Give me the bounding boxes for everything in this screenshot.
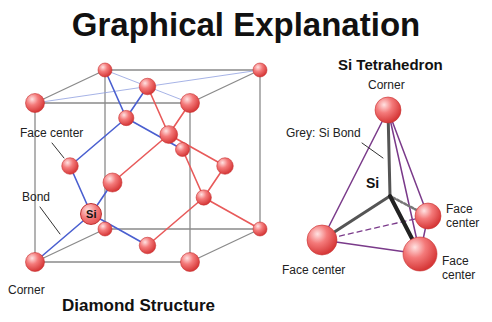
bond-line xyxy=(169,135,225,167)
atom xyxy=(415,203,441,229)
si-atom: Si xyxy=(80,203,102,225)
atom-label: Si xyxy=(86,208,96,220)
cube-edge xyxy=(35,261,190,262)
atom xyxy=(253,63,267,77)
cube-edge xyxy=(104,70,105,229)
cube-edge xyxy=(35,229,105,262)
atom xyxy=(307,225,337,255)
atom-label: Si xyxy=(365,175,380,191)
atom xyxy=(196,190,211,205)
corner-label: Corner xyxy=(8,284,45,298)
atom xyxy=(375,97,401,123)
bond-line xyxy=(113,135,169,183)
title: Graphical Explanation xyxy=(0,6,492,44)
bond-label: Bond xyxy=(22,191,50,205)
bond-line xyxy=(204,198,260,230)
atom xyxy=(26,253,45,272)
figure-heading: Si Tetrahedron xyxy=(338,56,443,73)
atom xyxy=(62,158,79,175)
atom xyxy=(217,158,234,175)
corner-label: Corner xyxy=(368,79,405,93)
leader-line xyxy=(52,143,64,158)
atom xyxy=(119,110,134,125)
bond-line xyxy=(70,118,126,166)
tetra-edge xyxy=(388,110,420,254)
cube-edge xyxy=(105,69,260,70)
figure-caption: Diamond Structure xyxy=(62,296,215,316)
leader-line xyxy=(362,143,383,158)
bond-line xyxy=(148,198,204,246)
cube-edge xyxy=(189,103,190,262)
atom xyxy=(403,237,437,271)
bond-line xyxy=(126,118,182,150)
face-diagonal xyxy=(35,70,260,103)
atom xyxy=(26,94,45,113)
face-center-label: Face center xyxy=(446,203,488,231)
face-center-label: Face center xyxy=(282,264,345,278)
cube-edge xyxy=(35,102,190,103)
leader-line xyxy=(40,207,60,234)
bond-note: Grey: Si Bond xyxy=(286,127,361,141)
atom xyxy=(160,126,178,144)
atom xyxy=(103,173,122,192)
face-center-label: Face center xyxy=(442,255,484,283)
cube-edge xyxy=(259,70,260,229)
atom xyxy=(253,222,267,236)
atom xyxy=(98,222,112,236)
atom xyxy=(176,143,190,157)
face-center-label: Face center xyxy=(20,127,83,141)
cube-edge xyxy=(190,229,260,262)
cube-edge xyxy=(105,228,260,229)
atom xyxy=(98,63,112,77)
atom xyxy=(181,94,200,113)
atom xyxy=(181,253,200,272)
atom xyxy=(139,78,156,95)
atom xyxy=(139,237,156,254)
